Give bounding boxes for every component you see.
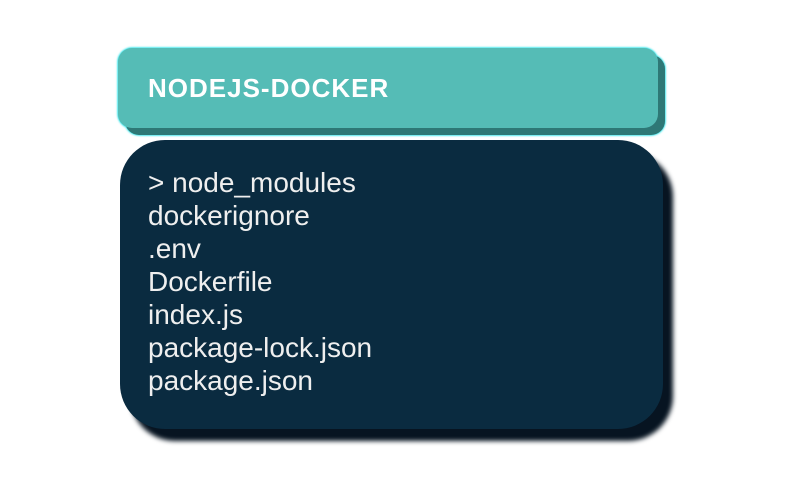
project-header: NODEJS-DOCKER [118, 48, 658, 128]
project-header-bar: NODEJS-DOCKER [118, 48, 658, 128]
file-list-item: .env [148, 233, 201, 264]
file-list-item: Dockerfile [148, 266, 273, 297]
file-tree-panel: > node_modules dockerignore .env Dockerf… [120, 140, 663, 429]
file-list-item: package-lock.json [148, 332, 373, 363]
project-title: NODEJS-DOCKER [148, 73, 390, 103]
file-list-item: > node_modules [148, 167, 356, 198]
file-list-item: index.js [148, 299, 243, 330]
file-list: > node_modules dockerignore .env Dockerf… [120, 140, 663, 397]
file-list-item: dockerignore [148, 200, 310, 231]
file-list-item: package.json [148, 365, 314, 396]
